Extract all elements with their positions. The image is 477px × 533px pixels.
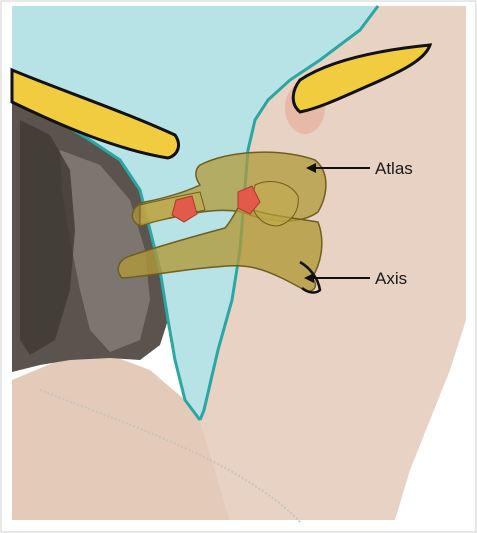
- atlas-label: Atlas: [375, 159, 413, 178]
- axis-label: Axis: [375, 269, 407, 288]
